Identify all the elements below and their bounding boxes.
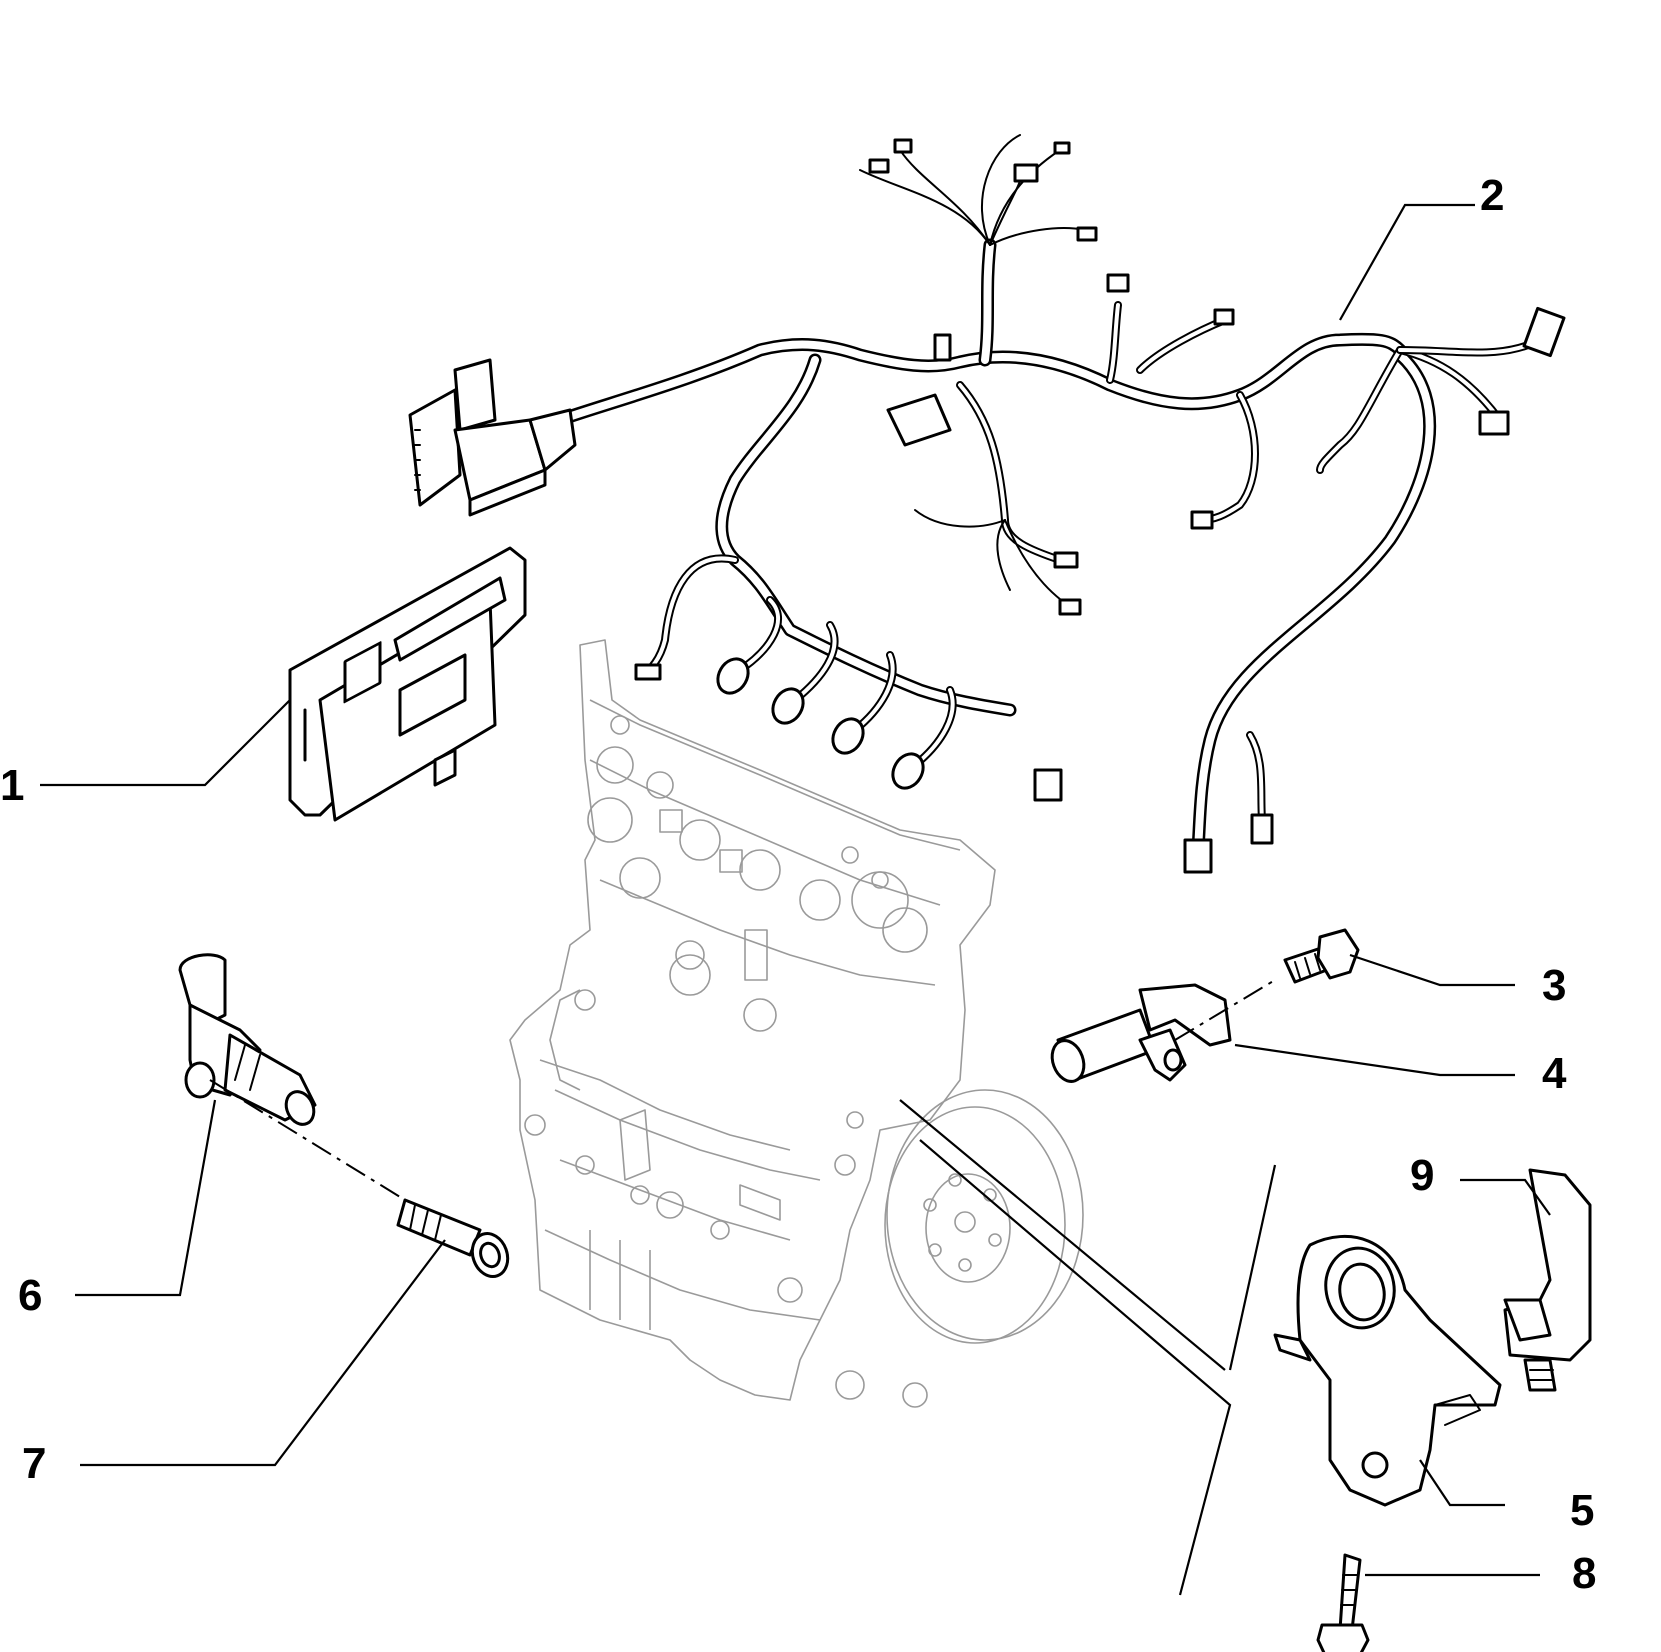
sensor-bracket-part: [1273, 1235, 1502, 1507]
timing-sensor-screw-part: [396, 1198, 510, 1278]
callout-6: 6: [18, 1271, 42, 1320]
flywheel: [884, 1089, 1084, 1344]
callout-5: 5: [1570, 1486, 1594, 1535]
harness-main-connector: [408, 358, 577, 517]
callout-8: 8: [1572, 1549, 1596, 1598]
injector-connectors: [634, 554, 957, 790]
rpm-sensor-part: [1050, 983, 1232, 1083]
wiring-clip-part: [1503, 1168, 1592, 1392]
callout-4: 4: [1542, 1049, 1567, 1098]
engine-block: [509, 639, 996, 1408]
callout-2: 2: [1480, 171, 1504, 220]
timing-sensor-part: [178, 953, 317, 1126]
bracket-bolt-part: [1316, 1553, 1370, 1652]
callout-9: 9: [1410, 1151, 1434, 1200]
sensor-screw-part: [1283, 928, 1360, 984]
alignment-line-3-4: [1174, 979, 1276, 1041]
callout-1: 1: [0, 761, 24, 810]
alignment-line-6-7: [209, 1079, 406, 1201]
wiring-harness: [408, 134, 1566, 874]
callout-3: 3: [1542, 961, 1566, 1010]
ecu-part: [288, 546, 527, 822]
leader-lines: [40, 203, 1551, 1596]
callout-7: 7: [22, 1439, 46, 1488]
